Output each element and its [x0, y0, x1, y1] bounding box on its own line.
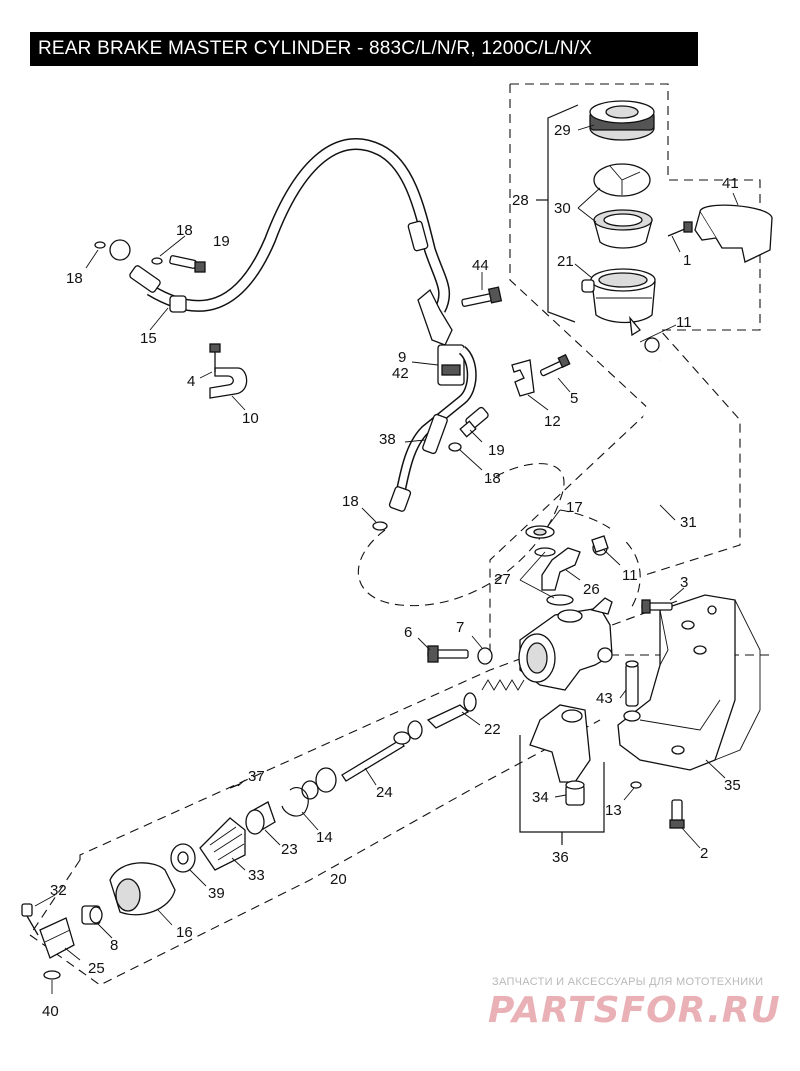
callout-labels: 1 2 3 4 5 6 7 8 9 10 11 11 12 13 14 15 1…: [42, 122, 741, 1020]
callout-19-b: 19: [488, 442, 505, 459]
callout-25: 25: [88, 960, 105, 977]
callout-11-top: 11: [676, 314, 692, 331]
callout-18-a: 18: [176, 222, 193, 239]
switch-and-line-38: [361, 272, 503, 531]
callout-13: 13: [605, 802, 622, 819]
callout-32: 32: [50, 882, 67, 899]
hose-31: [592, 324, 697, 556]
dashed-outlines: [29, 83, 770, 986]
clip-12: [511, 353, 571, 411]
callout-18-c: 18: [484, 470, 501, 487]
callout-41: 41: [722, 175, 739, 192]
callout-4: 4: [187, 373, 195, 390]
callout-26: 26: [583, 581, 600, 598]
callout-18-b: 18: [66, 270, 83, 287]
callout-37: 37: [248, 768, 265, 785]
callout-42: 42: [392, 365, 409, 382]
callout-23: 23: [281, 841, 298, 858]
bracket-35: [519, 587, 761, 849]
callout-9: 9: [398, 349, 406, 366]
callout-38: 38: [379, 431, 396, 448]
fitting-group: [519, 509, 621, 606]
callout-15: 15: [140, 330, 157, 347]
callout-39: 39: [208, 885, 225, 902]
master-cylinder-body: [417, 597, 613, 691]
callout-28: 28: [512, 192, 529, 209]
callout-36: 36: [552, 849, 569, 866]
callout-3: 3: [680, 574, 688, 591]
callout-2: 2: [700, 845, 708, 862]
callout-7: 7: [456, 619, 464, 636]
callout-14: 14: [316, 829, 333, 846]
callout-5: 5: [570, 390, 578, 407]
callout-27: 27: [494, 571, 511, 588]
callout-35: 35: [724, 777, 741, 794]
callout-12: 12: [544, 413, 561, 430]
callout-33: 33: [248, 867, 265, 884]
callout-40: 40: [42, 1003, 59, 1020]
callout-10: 10: [242, 410, 259, 427]
brake-line: [85, 138, 451, 331]
internal-parts: [21, 679, 525, 994]
clamp-41: [667, 192, 773, 263]
callout-11-lower: 11: [622, 567, 638, 584]
callout-19-a: 19: [213, 233, 230, 250]
callout-18-d: 18: [342, 493, 359, 510]
callout-44: 44: [472, 257, 489, 274]
watermark-subtitle: ЗАПЧАСТИ И АКСЕССУАРЫ ДЛЯ МОТОТЕХНИКИ: [492, 976, 764, 988]
reservoir-assembly: [536, 100, 656, 337]
callout-24: 24: [376, 784, 393, 801]
callout-29: 29: [554, 122, 571, 139]
diagram-title: REAR BRAKE MASTER CYLINDER - 883C/L/N/R,…: [30, 32, 698, 66]
callout-17: 17: [566, 499, 583, 516]
callout-34: 34: [532, 789, 549, 806]
callout-20: 20: [330, 871, 347, 888]
callout-16: 16: [176, 924, 193, 941]
callout-22: 22: [484, 721, 501, 738]
clip-10: [199, 343, 248, 411]
callout-43: 43: [596, 690, 613, 707]
callout-30: 30: [554, 200, 571, 217]
watermark-logo: PARTSFOR.RU: [488, 990, 781, 1031]
callout-6: 6: [404, 624, 412, 641]
callout-8: 8: [110, 937, 118, 954]
callout-1: 1: [683, 252, 691, 269]
callout-21: 21: [557, 253, 574, 270]
callout-31: 31: [680, 514, 697, 531]
